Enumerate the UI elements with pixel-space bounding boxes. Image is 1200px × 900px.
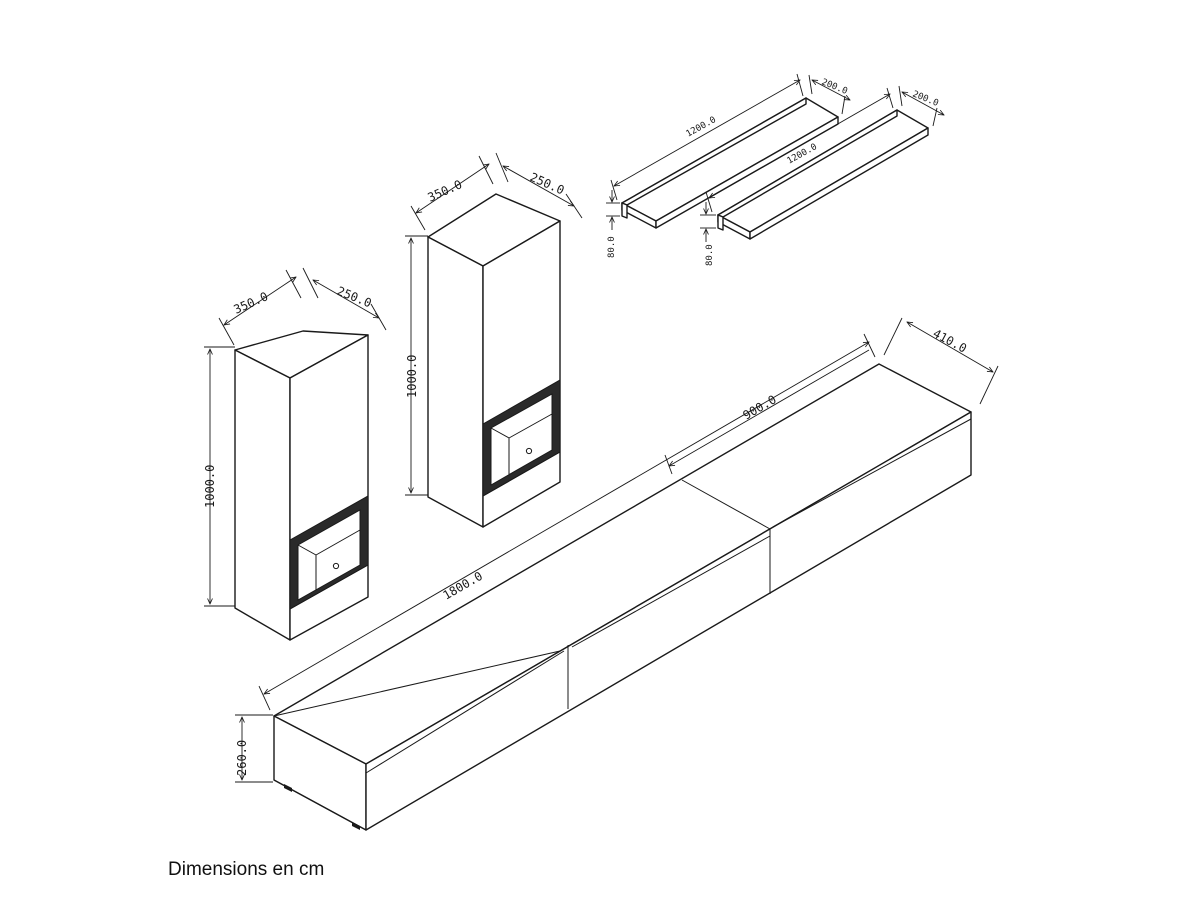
label-right-width: 350.0 xyxy=(426,177,465,204)
dimension-left-depth: 250.0 xyxy=(302,267,387,331)
label-right-depth: 250.0 xyxy=(528,170,567,197)
dimension-left-width: 350.0 xyxy=(218,269,302,346)
label-tv-height: 260.0 xyxy=(235,740,249,776)
label-tv-depth: 410.0 xyxy=(931,326,969,355)
dimension-left-height: 1000.0 xyxy=(203,346,235,607)
label-right-height: 1000.0 xyxy=(405,355,419,398)
dimension-tv-height: 260.0 xyxy=(235,714,273,783)
dimension-shelf1-height: 80.0 xyxy=(606,190,620,258)
label-tv-module-length: 900.0 xyxy=(741,392,779,422)
tall-cabinet-right xyxy=(427,193,561,528)
label-left-depth: 250.0 xyxy=(335,284,374,311)
label-left-height: 1000.0 xyxy=(203,465,217,508)
label-shelf2-depth: 200.0 xyxy=(911,90,940,109)
label-shelf2-height: 80.0 xyxy=(705,244,715,266)
dimension-shelf2-height: 80.0 xyxy=(700,202,716,266)
tv-unit xyxy=(273,363,972,831)
units-caption: Dimensions en cm xyxy=(168,859,325,880)
dimension-right-height: 1000.0 xyxy=(405,235,428,496)
tall-cabinet-left xyxy=(234,330,369,641)
label-shelf1-depth: 200.0 xyxy=(820,78,849,97)
label-left-width: 350.0 xyxy=(232,289,271,316)
label-shelf1-height: 80.0 xyxy=(607,236,617,258)
